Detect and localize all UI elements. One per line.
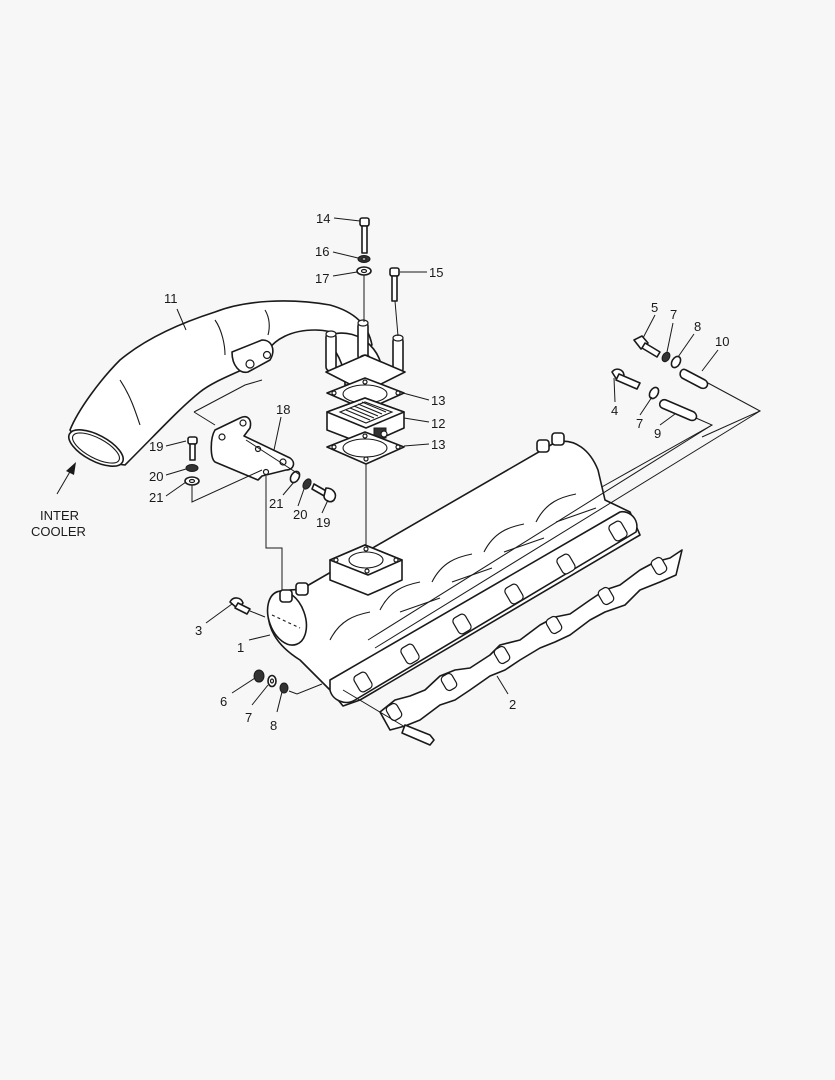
intercooler-arrow-icon [56, 462, 76, 495]
callout-c15: 15 [429, 265, 444, 280]
callout-c11: 11 [164, 291, 178, 306]
callout-c9: 9 [654, 426, 662, 441]
callout-c16: 16 [315, 244, 330, 259]
callout-leaders [165, 217, 719, 713]
right-fasteners [599, 335, 762, 489]
callout-c7b: 7 [636, 416, 644, 431]
callout-c7a: 7 [670, 307, 678, 322]
callout-c13b: 13 [431, 437, 446, 452]
manifold-gasket-part-2 [342, 549, 683, 746]
callout-c13a: 13 [431, 393, 446, 408]
callout-c18: 18 [276, 402, 291, 417]
intercooler-label-line2: COOLER [31, 524, 86, 539]
intercooler-label-line1: INTER [40, 508, 79, 523]
callout-c21a: 21 [149, 490, 164, 505]
callout-c3: 3 [195, 623, 203, 638]
heater-gasket-assembly [326, 377, 405, 465]
callout-c5: 5 [651, 300, 659, 315]
callout-c1: 1 [237, 640, 245, 655]
top-fasteners [356, 217, 400, 337]
callout-c7c: 7 [245, 710, 253, 725]
callout-c19b: 19 [316, 515, 331, 530]
callout-c20b: 20 [293, 507, 308, 522]
left-fasteners [229, 597, 323, 695]
callout-c8a: 8 [694, 319, 702, 334]
callout-c21b: 21 [269, 496, 284, 511]
callout-c17: 17 [315, 271, 330, 286]
bracket-part-18 [184, 379, 337, 596]
callout-c20a: 20 [149, 469, 164, 484]
callout-c12: 12 [431, 416, 446, 431]
intake-manifold-part-1 [266, 410, 761, 707]
callout-c4: 4 [611, 403, 619, 418]
callout-c6: 6 [220, 694, 228, 709]
callout-c8b: 8 [270, 718, 278, 733]
callout-c2: 2 [509, 697, 517, 712]
callout-c19a: 19 [149, 439, 164, 454]
callout-c14: 14 [316, 211, 331, 226]
callout-c10: 10 [715, 334, 730, 349]
